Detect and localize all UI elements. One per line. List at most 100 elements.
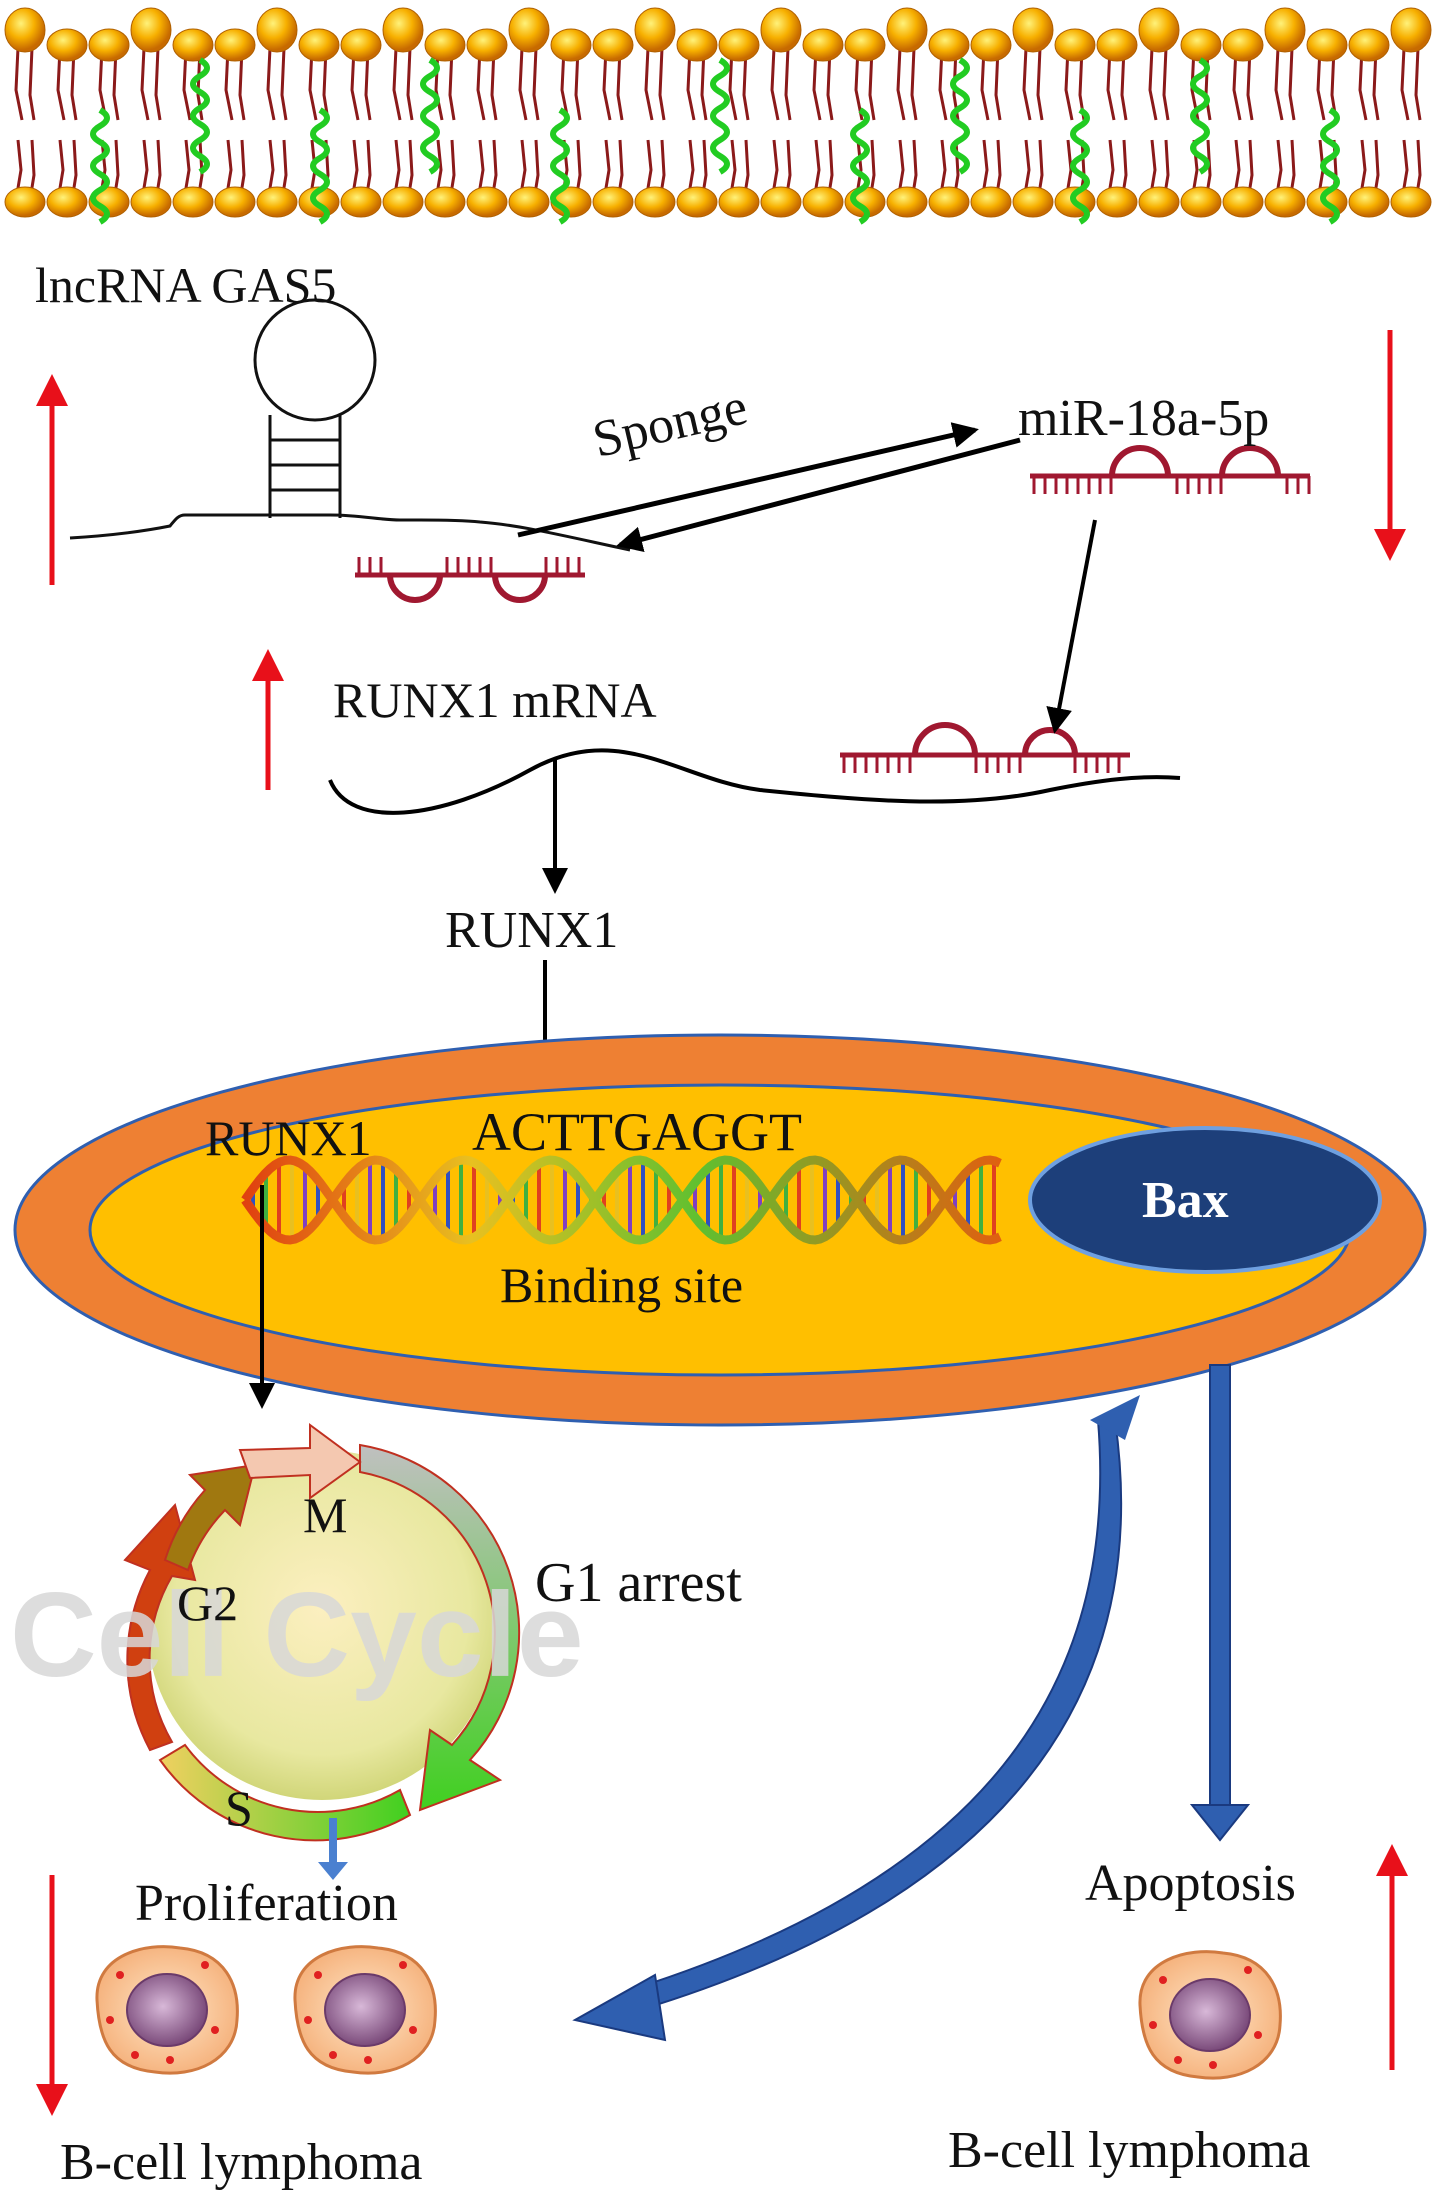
- mirna-loop: [492, 574, 548, 603]
- membrane-protein: [310, 107, 330, 225]
- lymphoma-left-label: B-cell lymphoma: [60, 2134, 423, 2191]
- b-cell-granule: [166, 2056, 174, 2064]
- binding-sequence-label: ACTTGAGGT: [472, 1102, 802, 1162]
- lipid-tail-top: [602, 47, 624, 121]
- b-cell-granule: [131, 2051, 139, 2059]
- lipid-head-bottom: [1012, 186, 1054, 218]
- lipid-tail-top: [182, 47, 204, 121]
- lipid-head-top: [172, 28, 214, 62]
- dna-helix: [241, 1155, 1002, 1245]
- lipid-head-top: [802, 28, 844, 62]
- lipid-head-top: [1306, 28, 1348, 62]
- lipid-head-bottom: [1138, 186, 1180, 218]
- membrane-protein: [950, 57, 970, 175]
- b-cell-nucleus: [1169, 1978, 1251, 2052]
- curved-feedback-arrow: [572, 1395, 1140, 2042]
- lipid-head-top: [760, 7, 802, 53]
- lipid-head-bottom: [214, 186, 256, 218]
- b-cell-granule: [1174, 2056, 1182, 2064]
- bax-to-apoptosis-arrow: [1189, 1364, 1251, 1842]
- runx1-protein-label: RUNX1: [445, 902, 619, 959]
- dna-strand: [241, 1155, 1002, 1245]
- b-cell-granule: [364, 2056, 372, 2064]
- lipid-tail-top: [476, 47, 498, 121]
- mirna-label: miR-18a-5p: [1018, 390, 1270, 447]
- lipid-tail-top: [56, 47, 78, 121]
- lipid-head-top: [1012, 7, 1054, 53]
- lipid-head-top: [634, 7, 676, 53]
- b-cell-nucleus: [324, 1973, 406, 2047]
- lipid-head-top: [1264, 7, 1306, 53]
- lipid-head-bottom: [382, 186, 424, 218]
- runx1-mrna-strand: [328, 748, 1181, 815]
- runx1-mrna-label: RUNX1 mRNA: [333, 672, 657, 728]
- lipid-tail-top: [1106, 47, 1128, 121]
- cell-cycle-watermark: Cell Cycle: [10, 1568, 584, 1702]
- membrane-protein: [190, 57, 210, 175]
- lipid-head-top: [1222, 28, 1264, 62]
- b-cell-granule: [314, 1971, 322, 1979]
- lipid-head-bottom: [508, 186, 550, 218]
- dna-strand: [241, 1155, 1002, 1245]
- b-cell-granule: [399, 1961, 407, 1969]
- lipid-head-bottom: [886, 186, 928, 218]
- lipid-tail-top: [1148, 47, 1170, 121]
- bax-label: Bax: [1142, 1172, 1229, 1229]
- lipid-tail-top: [1358, 47, 1380, 121]
- lipid-head-top: [424, 28, 466, 62]
- lipid-head-top: [508, 7, 550, 53]
- lipid-head-bottom: [466, 186, 508, 218]
- b-cell-granule: [201, 1961, 209, 1969]
- lipid-head-bottom: [592, 186, 634, 218]
- lipid-head-top: [1348, 28, 1390, 62]
- membrane-protein: [1320, 107, 1340, 225]
- lipid-head-bottom: [634, 186, 676, 218]
- b-cell-granule: [409, 2026, 417, 2034]
- lipid-head-top: [382, 7, 424, 53]
- b-cell-nucleus: [126, 1973, 208, 2047]
- binding-site-label: Binding site: [500, 1257, 744, 1313]
- apoptosis-label: Apoptosis: [1085, 1855, 1296, 1912]
- lncrna-gas5-structure: [69, 298, 631, 552]
- s-arc: [158, 1743, 412, 1842]
- mirna-to-runx1-arrow: [1046, 519, 1097, 734]
- mirna-loop: [912, 722, 978, 756]
- m-arrow: [238, 1423, 362, 1500]
- lipid-tail-top: [686, 47, 708, 121]
- lipid-head-top: [844, 28, 886, 62]
- lipid-tail-top: [728, 47, 750, 121]
- lipid-tail-top: [266, 47, 288, 121]
- b-cell-granule: [116, 1971, 124, 1979]
- phase-g2-label: G2: [177, 1575, 239, 1631]
- lipid-tail-top: [350, 47, 372, 121]
- lipid-tail-top: [224, 47, 246, 121]
- phase-m-label: M: [303, 1487, 348, 1543]
- mirna-bound-to-gas5: [355, 557, 585, 603]
- lipid-tail-top: [392, 47, 414, 121]
- lipid-head-top: [718, 28, 760, 62]
- lipid-tail-top: [770, 47, 792, 121]
- membrane-protein: [90, 107, 110, 225]
- b-cell-granule: [1159, 1976, 1167, 1984]
- mirna-loop: [1219, 445, 1281, 477]
- lipid-head-bottom: [1390, 186, 1432, 218]
- b-cell-granule: [304, 2016, 312, 2024]
- sponge-arrow-forward: [517, 422, 979, 538]
- b-cell-granule: [1254, 2031, 1262, 2039]
- lipid-head-top: [46, 28, 88, 62]
- membrane-protein: [1190, 57, 1210, 175]
- membrane-protein: [710, 57, 730, 175]
- lipid-head-top: [1054, 28, 1096, 62]
- lipid-tail-top: [140, 47, 162, 121]
- lipid-head-bottom: [4, 186, 46, 218]
- lipid-head-top: [928, 28, 970, 62]
- g1-arrest-label: G1 arrest: [535, 1552, 742, 1614]
- lipid-tail-top: [1274, 47, 1296, 121]
- mirna-loop: [387, 574, 443, 603]
- lipid-tail-top: [518, 47, 540, 121]
- lipid-head-top: [1390, 7, 1432, 53]
- b-cells: [95, 1945, 1282, 2080]
- lipid-tail-top: [896, 47, 918, 121]
- lipid-head-top: [256, 7, 298, 53]
- lipid-head-top: [676, 28, 718, 62]
